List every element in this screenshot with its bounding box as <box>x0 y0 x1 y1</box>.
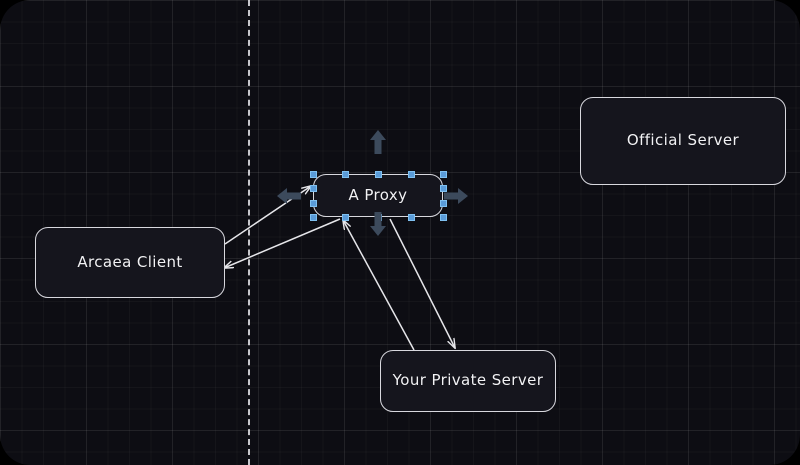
node-official-server[interactable]: Official Server <box>580 97 786 185</box>
handle-top-center[interactable] <box>374 170 382 178</box>
connector-proxy-to-private-server[interactable] <box>389 218 455 348</box>
node-label-arcaea-client: Arcaea Client <box>77 252 183 271</box>
node-label-a-proxy: A Proxy <box>348 185 408 204</box>
node-label-your-private-server: Your Private Server <box>392 371 544 390</box>
handle-right-upper[interactable] <box>439 184 447 192</box>
node-label-official-server: Official Server <box>626 131 740 150</box>
create-node-up-arrow[interactable] <box>369 129 387 155</box>
create-node-right-arrow[interactable] <box>443 187 469 205</box>
node-a-proxy[interactable]: A Proxy <box>313 174 443 217</box>
node-your-private-server[interactable]: Your Private Server <box>380 350 556 412</box>
handle-top-mid-right[interactable] <box>407 170 415 178</box>
connector-private-server-to-proxy[interactable] <box>343 220 415 351</box>
handle-bottom-right[interactable] <box>439 213 447 221</box>
handle-bottom-mid-right[interactable] <box>407 213 415 221</box>
connector-proxy-to-client[interactable] <box>224 218 341 268</box>
create-node-left-arrow[interactable] <box>276 187 302 205</box>
vertical-dashed-guide <box>248 0 250 465</box>
handle-bottom-left[interactable] <box>309 213 317 221</box>
handle-right-lower[interactable] <box>439 199 447 207</box>
node-arcaea-client[interactable]: Arcaea Client <box>35 227 225 298</box>
handle-bottom-mid-left[interactable] <box>341 213 349 221</box>
handle-top-left[interactable] <box>309 170 317 178</box>
handle-top-mid-left[interactable] <box>341 170 349 178</box>
handle-left-lower[interactable] <box>309 199 317 207</box>
handle-top-right[interactable] <box>439 170 447 178</box>
handle-left-upper[interactable] <box>309 184 317 192</box>
create-node-down-arrow[interactable] <box>369 211 387 237</box>
